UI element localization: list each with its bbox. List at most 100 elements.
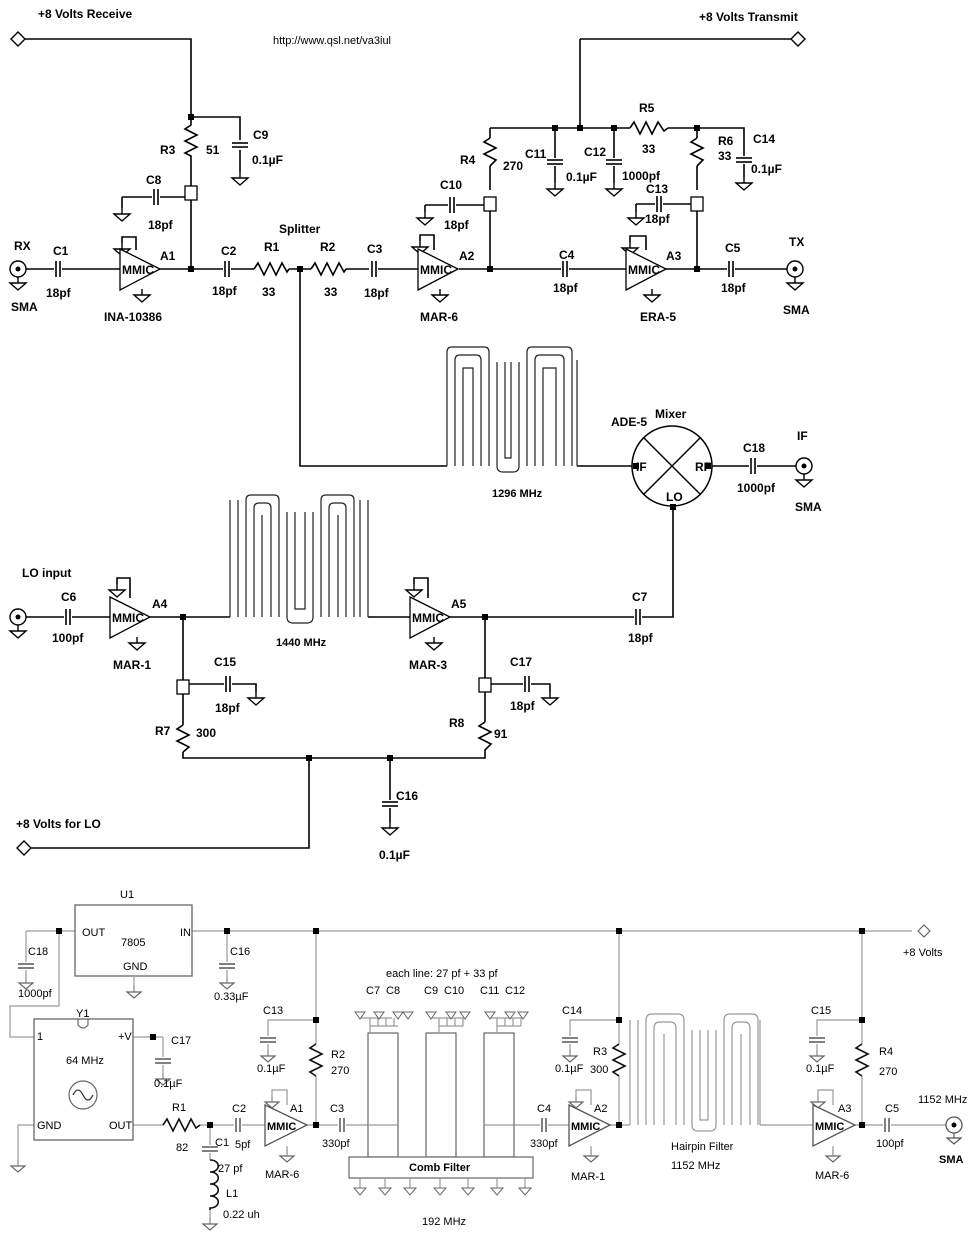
capacitor-c18	[750, 457, 756, 475]
b-capacitor-c16	[218, 963, 236, 969]
c1-ref: C1	[53, 244, 69, 258]
b-capacitor-c14	[561, 1037, 579, 1043]
comb-cap-c12: C12	[505, 985, 525, 997]
b-resistor-r2	[308, 1043, 324, 1077]
a2-part: MAR-6	[420, 310, 458, 324]
c12-value: 1000pf	[622, 169, 661, 183]
c10-ref: C10	[440, 178, 462, 192]
b-r3-value: 300	[590, 1064, 608, 1076]
comb-freq-label: 192 MHz	[422, 1216, 466, 1228]
b-capacitor-c13	[259, 1037, 277, 1043]
b-c14-ref: C14	[562, 1005, 582, 1017]
b-c4-ref: C4	[537, 1103, 551, 1115]
u1-ref: U1	[120, 889, 134, 901]
c4-ref: C4	[559, 248, 575, 262]
amplifier-a4	[109, 595, 152, 640]
top-schematic	[9, 31, 813, 856]
rx-supply-label: +8 Volts Receive	[38, 7, 132, 21]
capacitor-c11	[546, 159, 564, 165]
b-sma-connector-icon	[945, 1116, 963, 1145]
amplifier-a5	[409, 595, 452, 640]
website-url[interactable]: http://www.qsl.net/va3iul	[273, 35, 391, 47]
rx-sma-label: SMA	[11, 300, 38, 314]
capacitor-c5	[728, 260, 734, 278]
capacitor-c8	[153, 188, 159, 206]
b-a1-mmic: MMIC	[267, 1121, 296, 1133]
top-wires	[24, 38, 796, 849]
b-c13-ref: C13	[263, 1005, 283, 1017]
comb-filter-label: Comb Filter	[409, 1162, 471, 1174]
c16-value: 0.1µF	[379, 848, 410, 862]
c15-ref: C15	[214, 655, 236, 669]
y1-ref: Y1	[76, 1008, 89, 1020]
capacitor-c7	[635, 608, 641, 626]
capacitor-c15	[225, 675, 231, 693]
resistor-r5	[629, 120, 669, 136]
r4-value: 270	[503, 159, 523, 173]
b-r2-value: 270	[331, 1065, 349, 1077]
lo-input-sma-connector-icon	[9, 608, 27, 639]
lo-supply-label: +8 Volts for LO	[16, 817, 101, 831]
y1-pin1: 1	[37, 1031, 43, 1043]
filter-1296-label: 1296 MHz	[492, 488, 543, 500]
capacitor-c6	[65, 608, 71, 626]
b-c18-value: 0.1µF	[154, 1078, 183, 1090]
c10-value: 18pf	[444, 218, 470, 232]
comb-cap-c7: C7	[366, 985, 380, 997]
a4-mmic-label: MMIC	[112, 611, 144, 625]
b-capacitor-c3	[339, 1117, 345, 1133]
b-resistor-r4	[854, 1043, 870, 1077]
b-c17-ref: C18	[28, 946, 48, 958]
mixer-ade5	[631, 425, 713, 507]
lo-input-label: LO input	[22, 566, 71, 580]
u1-gnd-pin: GND	[123, 961, 148, 973]
c13-ref: C13	[646, 182, 668, 196]
c1-value: 18pf	[46, 286, 72, 300]
bottom-junctions	[56, 928, 865, 1128]
c7-value: 18pf	[628, 631, 654, 645]
tx-sma-label: SMA	[783, 303, 810, 317]
comb-cap-c9: C9	[424, 985, 438, 997]
a4-ref: A4	[152, 597, 168, 611]
b-capacitor-c15	[808, 1037, 826, 1043]
y1-vplus: +V	[118, 1031, 132, 1043]
b-supply-port-icon	[917, 924, 931, 938]
b-a2-ref: A2	[594, 1103, 607, 1115]
comb-cap-c11: C11	[480, 985, 499, 997]
c12-ref: C12	[584, 145, 606, 159]
b-c13-value: 0.1µF	[257, 1063, 286, 1075]
c7-ref: C7	[632, 590, 648, 604]
resistor-r8	[477, 721, 493, 752]
b-supply-label: +8 Volts	[903, 947, 943, 959]
b-c1-value: 27 pf	[218, 1163, 243, 1175]
sine-wave-icon	[72, 1089, 94, 1101]
lo-supply-port-icon	[16, 840, 32, 856]
b-capacitor-c2	[235, 1117, 241, 1133]
b-c1-ref: C1	[215, 1137, 229, 1149]
c14-ref: C14	[753, 132, 775, 146]
capacitor-c17	[524, 675, 530, 693]
amplifier-a3	[625, 247, 668, 292]
mixer-if-port: IF	[636, 460, 647, 474]
c8-value: 18pf	[148, 218, 174, 232]
b-c4-value: 330pf	[530, 1138, 558, 1150]
resistor-r6	[689, 137, 705, 167]
b-c16-ref: C16	[230, 946, 250, 958]
feedthrough-a3	[690, 196, 704, 212]
c16-ref: C16	[396, 789, 418, 803]
resistor-r2	[310, 261, 347, 277]
a5-ref: A5	[451, 597, 467, 611]
c2-value: 18pf	[212, 284, 238, 298]
rx-supply-port-icon	[10, 31, 26, 47]
mixer-part-label: ADE-5	[611, 415, 647, 429]
b-c17-value: 1000pf	[18, 988, 53, 1000]
regulator-u1	[74, 904, 193, 977]
capacitor-c12	[605, 159, 623, 165]
rx-port-label: RX	[14, 239, 31, 253]
b-r2-ref: R2	[331, 1049, 345, 1061]
if-port-label: IF	[797, 429, 808, 443]
b-capacitor-c5	[884, 1117, 890, 1133]
b-a3-mmic: MMIC	[815, 1121, 844, 1133]
mixer-lo-port: LO	[666, 490, 683, 504]
tx-supply-port-icon	[790, 31, 806, 47]
